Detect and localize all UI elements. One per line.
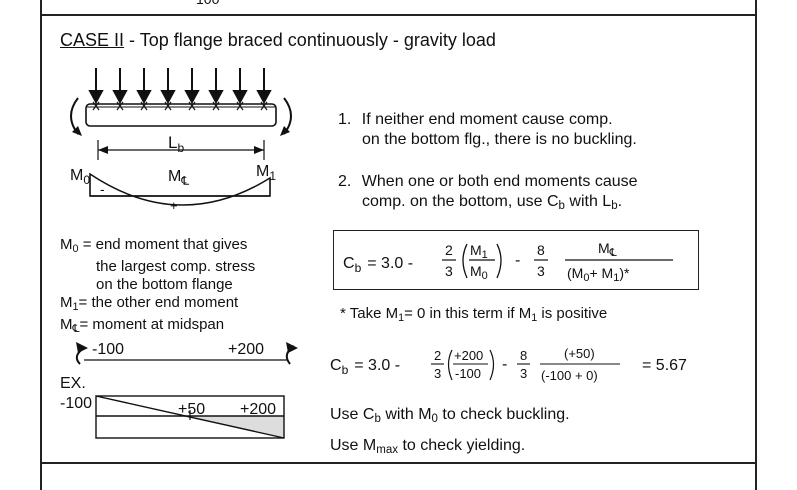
- f1-den: 3: [445, 263, 453, 279]
- def-mc: M℄= moment at midspan: [60, 316, 225, 335]
- top-fragment: 100: [196, 0, 219, 7]
- svg-text:3: 3: [434, 366, 441, 381]
- svg-text:(+50): (+50): [564, 346, 595, 361]
- example-diagram-right: +200: [240, 401, 276, 418]
- example-note-buckling: Use Cb with M0 to check buckling.: [330, 406, 570, 425]
- beam-member: [85, 103, 277, 127]
- def-m0-cont1: the largest comp. stress: [96, 258, 256, 275]
- example-right-moment-arrowhead: [286, 342, 298, 353]
- example-diagram-outline: [95, 395, 285, 439]
- rule-2-line2: comp. on the bottom, use Cb with Lb.: [362, 193, 623, 212]
- rule-2: 2. When one or both end moments cause co…: [338, 172, 638, 216]
- svg-text:+200: +200: [454, 348, 483, 363]
- load-arrow-head: [256, 90, 272, 105]
- case-label: CASE II: [60, 30, 125, 50]
- f2-num: 8: [537, 242, 545, 258]
- load-arrow-head: [232, 90, 248, 105]
- footnote: * Take M1= 0 in this term if M1 is posit…: [340, 305, 608, 324]
- cb-formula: Cb= 3.0 - 2 3 M1 M0 - 8 3 M℄ (M0+ M1)*: [343, 240, 673, 284]
- example-result: = 5.67: [642, 357, 687, 374]
- rule-2-number: 2.: [338, 173, 352, 190]
- right-end-moment-arrowhead: [280, 126, 290, 136]
- m1-label: M1: [256, 163, 276, 183]
- f1-num: 2: [445, 242, 453, 258]
- example-diagram-left: -100: [60, 395, 92, 412]
- left-end-moment-arrowhead: [72, 126, 82, 136]
- rule-2-line1: When one or both end moments cause: [361, 173, 638, 190]
- beam-figure: Lb M0 M℄ M1 - +: [70, 68, 292, 213]
- svg-text:M℄: M℄: [598, 240, 617, 259]
- load-arrow-head: [208, 90, 224, 105]
- example-left-moment-arrowhead: [76, 342, 88, 353]
- brace-marks: [92, 101, 268, 111]
- f2-den: 3: [537, 263, 545, 279]
- rule-1: 1. If neither end moment cause comp. on …: [338, 110, 637, 150]
- mc-label: M℄: [168, 168, 189, 188]
- span-label: Lb: [168, 133, 184, 155]
- load-arrow-head: [112, 90, 128, 105]
- svg-text:Cb= 3.0 -: Cb= 3.0 -: [330, 357, 400, 377]
- svg-text:-: -: [502, 356, 507, 373]
- example-figure: -100 +200 EX. -100 +50 +200: [60, 341, 298, 439]
- case-title: CASE II - Top flange braced continuously…: [60, 30, 496, 51]
- example-note-yielding: Use Mmax to check yielding.: [330, 437, 526, 456]
- formula-minus: -: [515, 252, 520, 269]
- load-arrow-head: [136, 90, 152, 105]
- example-left-moment: -100: [92, 341, 124, 358]
- example-calculation: Cb= 3.0 - 2 3 +200 -100 - 8 3 (+50) (-10…: [330, 346, 687, 383]
- m0-label: M0: [70, 167, 90, 187]
- case-title-text: - Top flange braced continuously - gravi…: [124, 30, 496, 50]
- def-m0: M0 = end moment that gives: [60, 236, 248, 255]
- load-arrow-head: [88, 90, 104, 105]
- example-right-moment: +200: [228, 341, 264, 358]
- top-rule: [40, 14, 757, 16]
- load-arrow-head: [184, 90, 200, 105]
- positive-sign: +: [170, 198, 178, 213]
- definitions: M0 = end moment that gives the largest c…: [60, 236, 330, 338]
- svg-text:(-100 + 0): (-100 + 0): [541, 368, 598, 383]
- svg-text:Cb= 3.0 -: Cb= 3.0 -: [343, 255, 413, 275]
- load-arrow-head: [160, 90, 176, 105]
- svg-text:(M0+ M1)*: (M0+ M1)*: [567, 265, 630, 284]
- rule-1-line2: on the bottom flg., there is no buckling…: [362, 131, 637, 148]
- def-m0-cont2: on the bottom flange: [96, 276, 233, 293]
- svg-text:M0: M0: [470, 263, 488, 282]
- rule-1-line1: If neither end moment cause comp.: [361, 111, 613, 128]
- paren-left: [462, 243, 468, 279]
- svg-text:-100: -100: [455, 366, 481, 381]
- negative-sign: -: [100, 181, 105, 197]
- paren-right: [496, 243, 502, 279]
- rule-1-number: 1.: [338, 111, 352, 128]
- def-m1: M1= the other end moment: [60, 294, 239, 313]
- page-frame: [40, 0, 757, 490]
- example-label: EX.: [60, 375, 86, 392]
- cb-formula-box: [333, 230, 699, 290]
- span-arrowhead-right: [254, 146, 264, 154]
- svg-text:8: 8: [520, 348, 527, 363]
- span-arrowhead-left: [98, 146, 108, 154]
- svg-text:M1: M1: [470, 242, 488, 261]
- svg-text:3: 3: [520, 366, 527, 381]
- bottom-rule: [40, 462, 757, 464]
- example-diagram-mid: +50: [178, 401, 205, 418]
- load-arrows: [88, 68, 272, 105]
- svg-text:2: 2: [434, 348, 441, 363]
